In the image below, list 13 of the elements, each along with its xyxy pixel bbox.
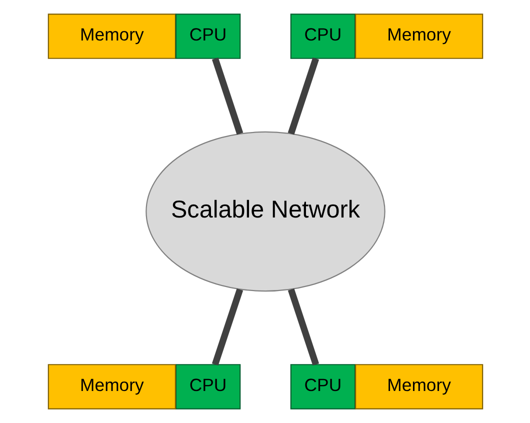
- node-box: CPU: [290, 364, 356, 410]
- node-box: Memory: [354, 14, 483, 59]
- node-ellipse: Scalable Network: [145, 131, 385, 292]
- node-box: CPU: [174, 14, 240, 59]
- connector: [287, 288, 319, 366]
- node-box: Memory: [354, 364, 483, 410]
- node-box: Memory: [47, 364, 176, 410]
- connector: [211, 58, 243, 135]
- connector: [211, 288, 243, 366]
- connector: [287, 58, 319, 135]
- node-box: CPU: [174, 364, 240, 410]
- node-box: Memory: [47, 14, 176, 59]
- node-box: CPU: [290, 14, 356, 59]
